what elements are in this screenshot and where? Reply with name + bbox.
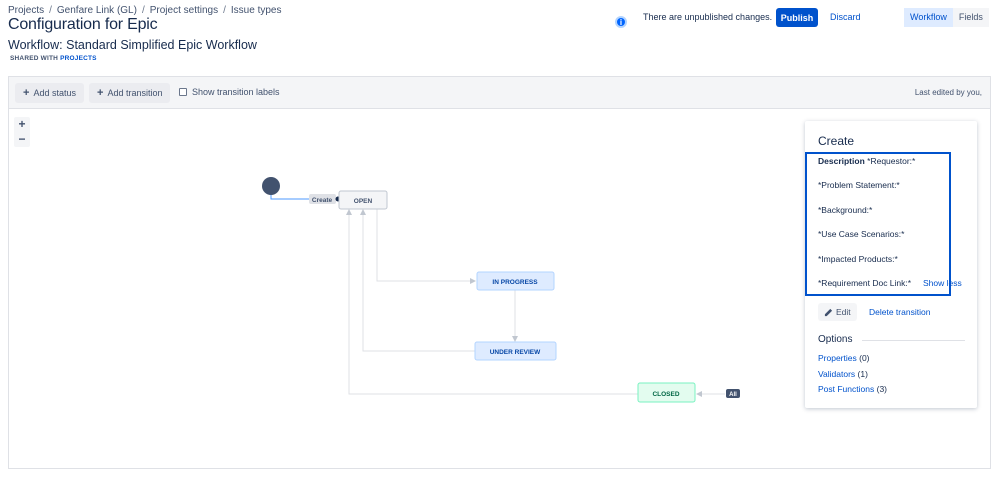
- status-under-review-label: UNDER REVIEW: [490, 349, 541, 356]
- breadcrumb-settings[interactable]: Project settings: [149, 5, 219, 16]
- unpublished-message: There are unpublished changes.: [643, 12, 773, 22]
- option-row-validators: Validators (1): [818, 369, 868, 379]
- shared-projects-link[interactable]: PROJECTS: [60, 55, 97, 62]
- description-label: Description: [818, 156, 865, 166]
- shared-with-label: SHARED WITH: [10, 55, 59, 62]
- pencil-icon: [824, 308, 833, 316]
- zoom-controls: + −: [14, 117, 30, 147]
- delete-transition-link[interactable]: Delete transition: [869, 307, 931, 317]
- status-open[interactable]: [338, 190, 388, 210]
- zoom-in-button[interactable]: +: [18, 117, 26, 131]
- add-status-button[interactable]: + Add status: [15, 83, 84, 103]
- view-toggle: Workflow Fields: [904, 8, 989, 27]
- plus-icon: +: [23, 87, 30, 99]
- page-title: Configuration for Epic: [8, 16, 158, 33]
- add-status-label: Add status: [33, 88, 76, 98]
- options-title: Options: [818, 334, 853, 345]
- review-to-open-line[interactable]: [360, 209, 475, 352]
- workflow-view-button[interactable]: Workflow: [904, 8, 953, 27]
- status-closed[interactable]: [637, 382, 696, 403]
- breadcrumb-projects[interactable]: Projects: [8, 5, 45, 16]
- option-row-properties: Properties (0): [818, 353, 870, 363]
- open-to-inprogress-line[interactable]: [376, 209, 476, 284]
- validators-count: (1): [857, 369, 868, 379]
- description-line-1: *Requestor:*: [867, 156, 916, 166]
- all-transition-badge[interactable]: [726, 389, 740, 398]
- show-labels-label: Show transition labels: [192, 87, 280, 97]
- description-line-4: *Use Case Scenarios:*: [818, 229, 905, 239]
- post-functions-count: (3): [876, 384, 887, 394]
- status-in-progress-label: IN PROGRESS: [492, 279, 538, 286]
- closed-to-open-line[interactable]: [346, 209, 638, 395]
- plus-icon: +: [97, 87, 104, 99]
- properties-count: (0): [859, 353, 870, 363]
- fields-view-button[interactable]: Fields: [952, 8, 989, 27]
- info-icon: i: [615, 16, 627, 28]
- last-edited: Last edited by you,: [914, 88, 982, 97]
- description-line-3: *Background:*: [818, 205, 873, 215]
- start-node[interactable]: [262, 177, 280, 195]
- description-highlight: [805, 152, 951, 296]
- show-less-link[interactable]: Show less: [923, 278, 962, 288]
- breadcrumb-issue-types[interactable]: Issue types: [230, 5, 282, 16]
- edit-label: Edit: [836, 307, 851, 317]
- workflow-canvas: + Add status + Add transition Show trans…: [8, 76, 991, 469]
- all-transition-label[interactable]: All: [729, 392, 737, 398]
- breadcrumb-project[interactable]: Genfare Link (GL): [56, 5, 137, 16]
- properties-link[interactable]: Properties: [818, 353, 857, 363]
- create-label-bg[interactable]: [309, 194, 336, 204]
- description-line-5: *Impacted Products:*: [818, 254, 898, 264]
- status-closed-label: CLOSED: [652, 391, 679, 398]
- option-row-post-functions: Post Functions (3): [818, 384, 887, 394]
- create-transition-label[interactable]: Create: [312, 197, 333, 204]
- zoom-out-button[interactable]: −: [18, 132, 26, 146]
- show-labels-checkbox[interactable]: [179, 88, 187, 96]
- validators-link[interactable]: Validators: [818, 369, 856, 379]
- panel-title: Create: [818, 134, 855, 148]
- status-in-progress[interactable]: [476, 271, 555, 291]
- edit-button[interactable]: Edit: [818, 303, 857, 321]
- shared-with: SHARED WITH PROJECTS: [10, 55, 97, 62]
- workflow-name: Workflow: Standard Simplified Epic Workf…: [8, 38, 257, 52]
- transition-details-panel: Create Description *Requestor:* *Problem…: [805, 121, 977, 408]
- status-open-label: OPEN: [354, 198, 373, 205]
- workflow-toolbar: + Add status + Add transition Show trans…: [9, 77, 990, 109]
- add-transition-button[interactable]: + Add transition: [89, 83, 171, 103]
- status-under-review[interactable]: [474, 341, 557, 361]
- add-transition-label: Add transition: [107, 88, 163, 98]
- create-transition-line[interactable]: [270, 194, 309, 200]
- description-line-6: *Requirement Doc Link:*: [818, 278, 912, 288]
- breadcrumb: Projects/ Genfare Link (GL)/ Project set…: [8, 5, 282, 16]
- description-line-2: *Problem Statement:*: [818, 180, 900, 190]
- show-labels-toggle[interactable]: Show transition labels: [179, 87, 280, 97]
- description-first-line: Description *Requestor:*: [818, 156, 915, 166]
- workflow-diagram: Create OPEN IN PROGRESS UNDER REVIEW CLO…: [262, 177, 740, 403]
- publish-button[interactable]: Publish: [776, 8, 818, 27]
- post-functions-link[interactable]: Post Functions: [818, 384, 875, 394]
- discard-button[interactable]: Discard: [830, 12, 861, 22]
- options-divider: [862, 340, 965, 341]
